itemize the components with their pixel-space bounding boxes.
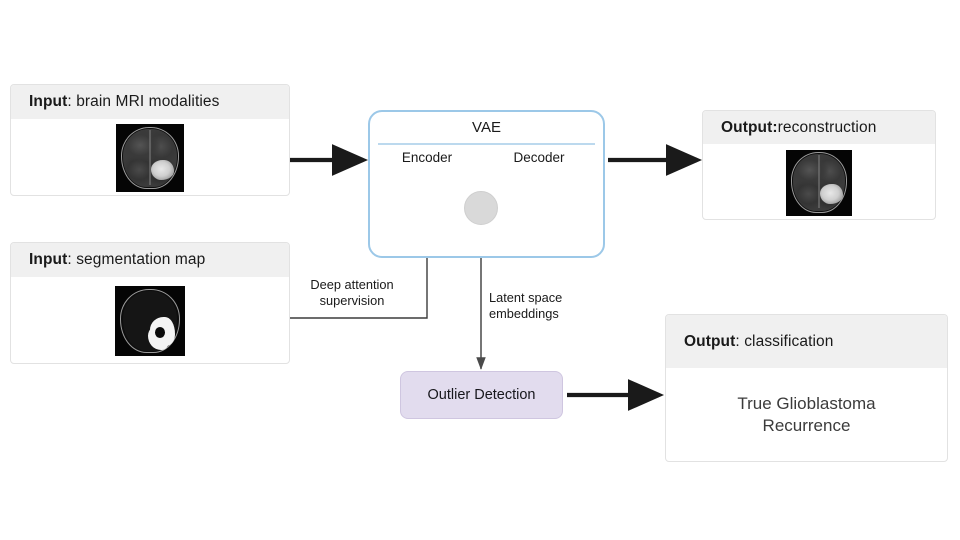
input-segmentation-body bbox=[11, 277, 289, 363]
input-mri-header: Input : brain MRI modalities bbox=[11, 85, 289, 119]
input-segmentation-header: Input : segmentation map bbox=[11, 243, 289, 277]
vae-title: VAE bbox=[472, 119, 501, 136]
mri-lesion-region bbox=[151, 160, 175, 181]
input-segmentation-label-rest: : segmentation map bbox=[67, 251, 206, 268]
outlier-detection-node[interactable]: Outlier Detection bbox=[400, 371, 563, 419]
decoder-label: Decoder bbox=[513, 150, 565, 165]
latent-space-embeddings-label: Latent space embeddings bbox=[489, 290, 563, 322]
vae-container bbox=[368, 110, 605, 258]
encoder-label: Encoder bbox=[401, 150, 453, 165]
deep-attention-supervision-label: Deep attention supervision bbox=[310, 277, 394, 309]
output-classification-header: Output: classification bbox=[666, 315, 947, 368]
output-classification-label-rest: : classification bbox=[735, 332, 834, 350]
output-classification-label-strong: Output bbox=[684, 332, 736, 350]
input-segmentation-label-strong: Input bbox=[29, 251, 68, 268]
mri-thumbnail-input bbox=[116, 124, 184, 192]
output-reconstruction-header: Output: reconstruction bbox=[703, 111, 935, 144]
input-mri-label-strong: Input bbox=[29, 93, 68, 110]
output-classification-body: True Glioblastoma Recurrence bbox=[666, 368, 947, 461]
classification-result-text: True Glioblastoma Recurrence bbox=[737, 393, 876, 435]
input-segmentation-card: Input : segmentation map bbox=[10, 242, 290, 364]
recon-midline-fissure bbox=[818, 155, 820, 209]
output-reconstruction-body bbox=[703, 144, 935, 219]
mri-midline-fissure bbox=[149, 130, 151, 185]
latent-space-node bbox=[464, 191, 498, 225]
vae-title-divider bbox=[378, 143, 595, 145]
input-mri-card: Input : brain MRI modalities bbox=[10, 84, 290, 196]
seg-mask-notch bbox=[154, 326, 166, 338]
input-mri-body bbox=[11, 119, 289, 195]
output-reconstruction-label-strong: Output: bbox=[721, 118, 778, 136]
output-reconstruction-card: Output: reconstruction bbox=[702, 110, 936, 220]
input-mri-label-rest: : brain MRI modalities bbox=[67, 93, 220, 110]
output-classification-card: Output: classification True Glioblastoma… bbox=[665, 314, 948, 462]
recon-lesion-region bbox=[820, 184, 843, 205]
mri-thumbnail-segmentation bbox=[115, 286, 185, 356]
output-reconstruction-label-rest: reconstruction bbox=[777, 118, 877, 136]
mri-thumbnail-reconstruction bbox=[786, 149, 852, 216]
